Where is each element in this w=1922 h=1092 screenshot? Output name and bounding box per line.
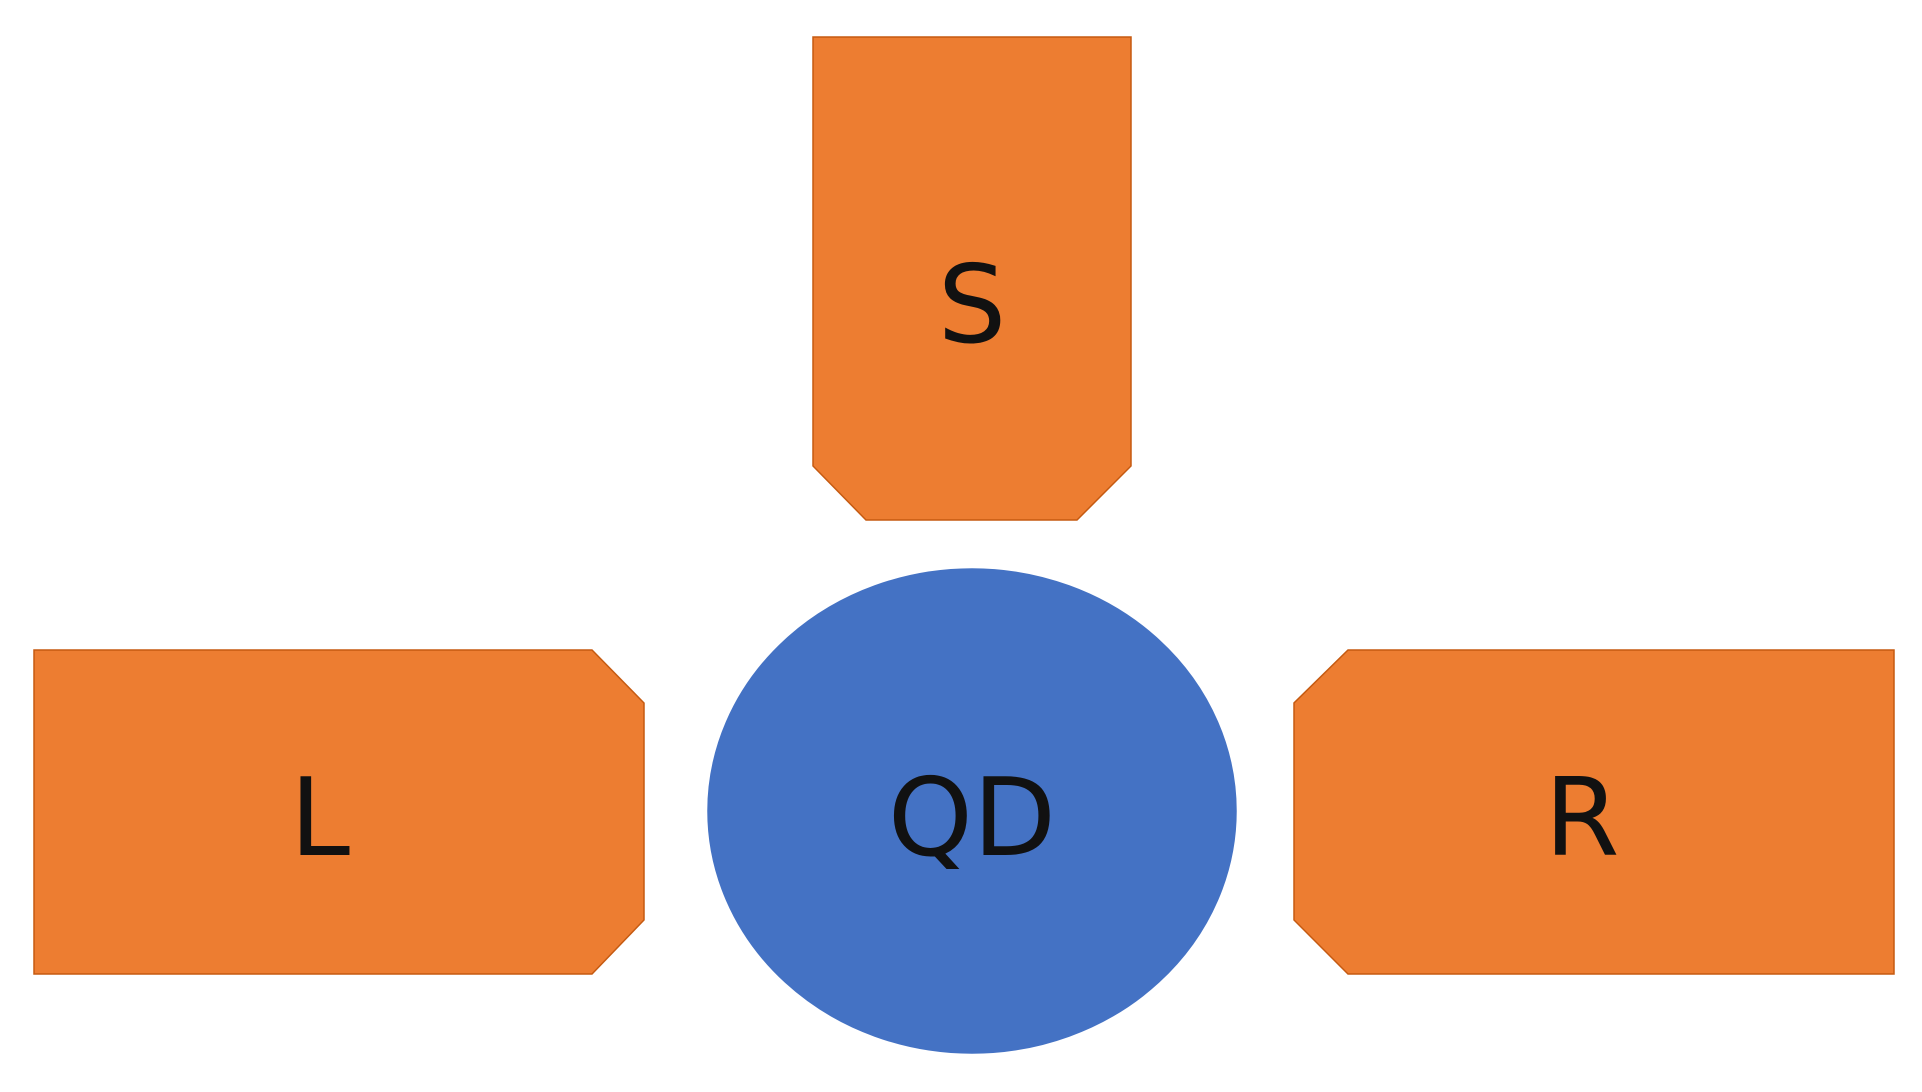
terminal-l: L [33,649,645,975]
quantum-dot-label: QD [888,756,1056,881]
terminal-l-label: L [290,756,350,881]
terminal-l-shape [33,649,645,975]
terminal-r-label: R [1544,756,1619,881]
terminal-s: S [812,36,1132,521]
terminal-r: R [1293,649,1895,975]
terminal-r-shape [1293,649,1895,975]
terminal-s-shape [812,36,1132,521]
quantum-dot: QD [707,568,1237,1054]
quantum-dot-shape [707,568,1237,1054]
terminal-s-label: S [938,243,1007,368]
